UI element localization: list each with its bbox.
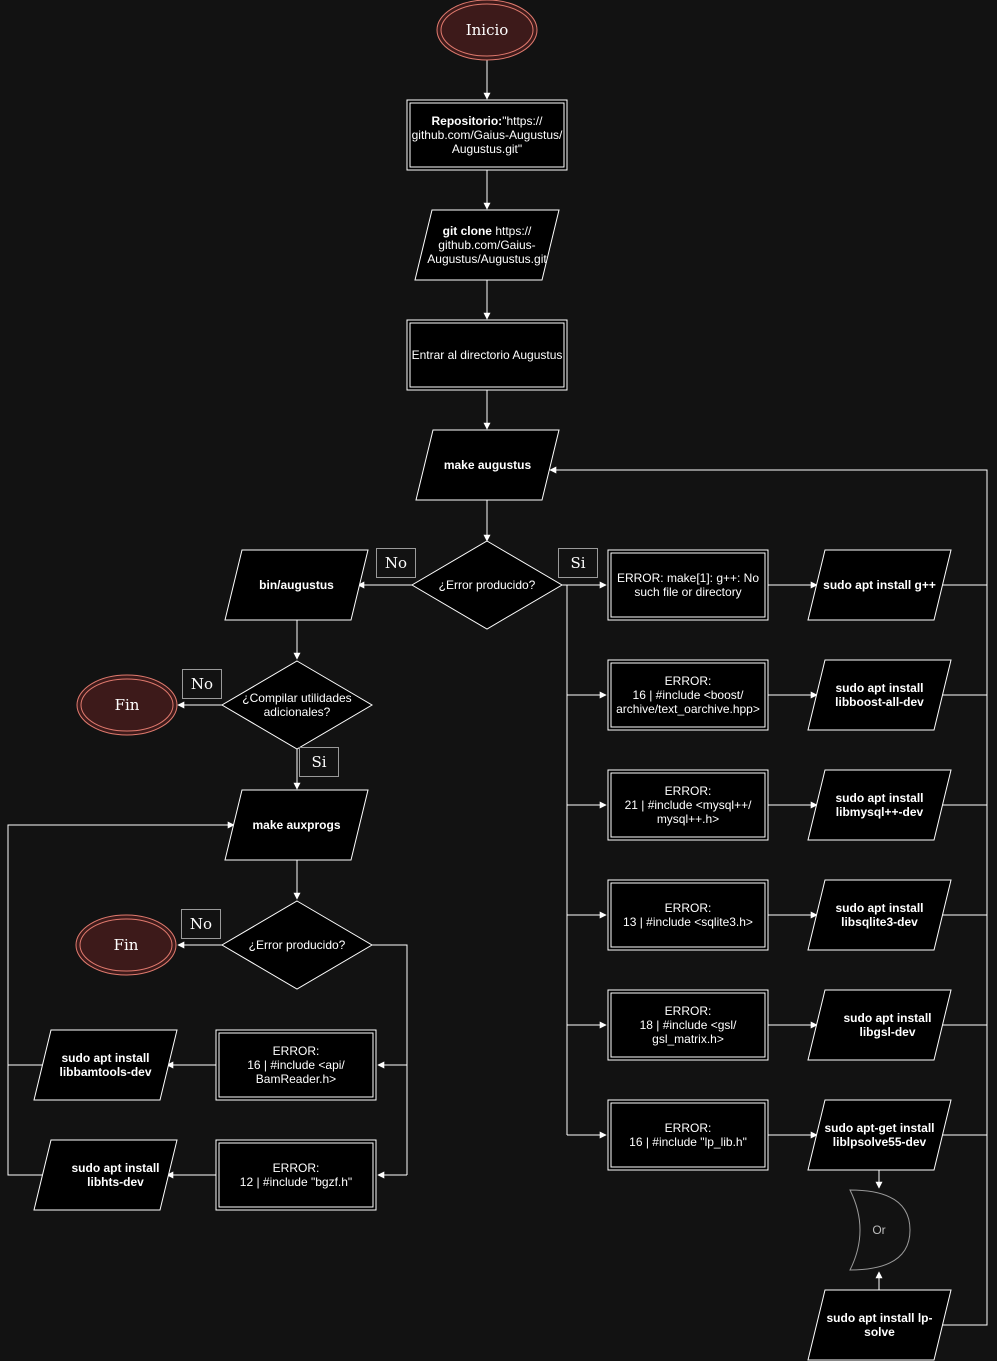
edge-label-no-1: No (376, 548, 416, 578)
or-gate-shape (849, 1189, 911, 1271)
edge-return-make (549, 466, 988, 1326)
edge-error2-si-trunk (372, 944, 408, 1175)
edge-label-no-2: No (182, 669, 222, 699)
io-shapes (33, 209, 952, 1361)
edge-label-si-2: Si (299, 747, 339, 777)
connectors (7, 60, 988, 1326)
process-boxes (215, 99, 769, 1211)
edge-label-si-1: Si (558, 548, 598, 578)
terminal-fin-1 (76, 674, 178, 736)
edge-label-no-3: No (181, 909, 221, 939)
decision-shapes (221, 540, 563, 990)
terminal-inicio (436, 0, 538, 61)
edge-return-aux (7, 821, 235, 1176)
terminal-fin-2 (75, 914, 177, 976)
